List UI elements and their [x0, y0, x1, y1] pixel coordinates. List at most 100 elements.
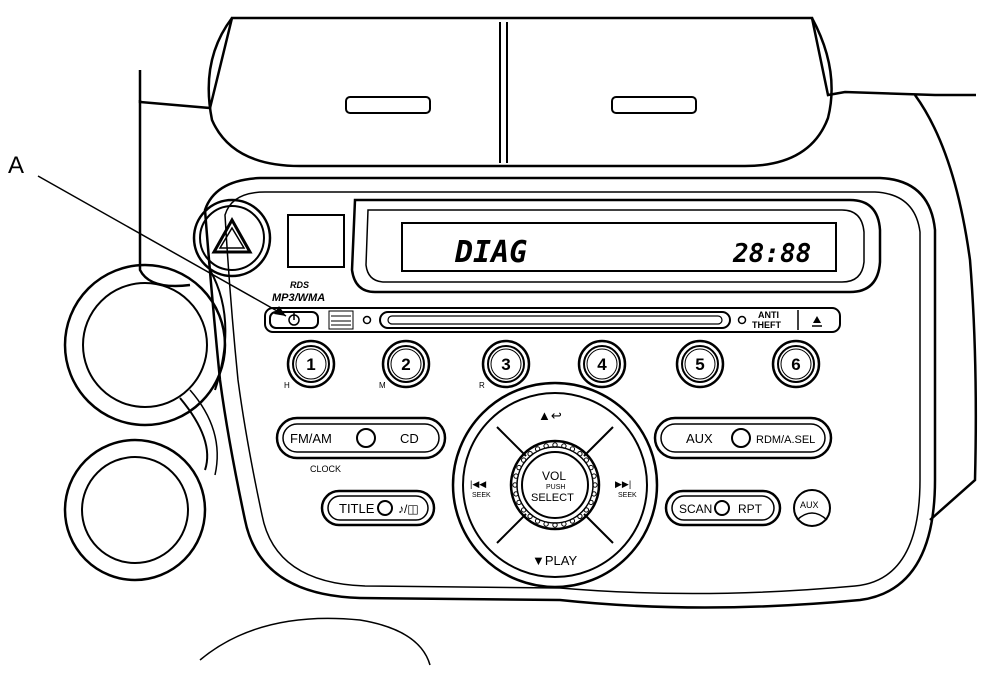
grip-dot [512, 482, 518, 488]
rpt-label: RPT [738, 502, 763, 516]
grip-dot [561, 521, 567, 527]
preset-button-label: 2 [401, 355, 410, 374]
faceplate-inner [224, 191, 921, 595]
callout-leader-line [37, 175, 287, 317]
faceplate-outline [203, 176, 937, 609]
callout-label: A [8, 152, 24, 179]
upper-vent-housing [138, 16, 976, 168]
volume-knob-grip [512, 442, 598, 528]
anti-theft-line2: THEFT [752, 320, 781, 330]
aux-jack[interactable] [793, 489, 831, 527]
aux-label: AUX [686, 431, 713, 446]
preset-button-1[interactable]: 1H [284, 339, 336, 390]
grip-dot [591, 473, 597, 479]
lcd-left-text: DIAG [454, 235, 527, 270]
preset-sub-label: M [379, 381, 386, 390]
grip-dot [527, 513, 533, 519]
vent-slot-left [345, 96, 431, 114]
title-button[interactable] [320, 489, 436, 527]
dial-top-icon: ▲↩ [538, 408, 562, 423]
push-label: PUSH [546, 484, 565, 491]
led-right [737, 315, 747, 325]
grip-dot [577, 513, 583, 519]
preset-button-3[interactable]: 3R [479, 339, 531, 390]
grip-dot [552, 522, 558, 528]
grip-dot [513, 473, 519, 479]
preset-button-label: 5 [695, 355, 704, 374]
grip-dot [591, 491, 597, 497]
display-housing [350, 198, 882, 294]
grip-dot [534, 518, 541, 524]
left-vent-upper [63, 263, 227, 427]
vent-slot-right [611, 96, 697, 114]
power-button[interactable] [269, 311, 319, 329]
grip-dot [543, 443, 549, 449]
play-label: ▼PLAY [532, 553, 577, 568]
rdm-a-sel-label: RDM/A.SEL [756, 434, 815, 446]
select-label: SELECT [531, 492, 574, 504]
preset-button-label: 3 [501, 355, 510, 374]
lcd-panel [401, 222, 837, 272]
grip-dot [516, 464, 522, 471]
grip-dot [577, 451, 583, 457]
preset-sub-label: H [284, 381, 290, 390]
grip-dot [569, 518, 576, 524]
clock-label: CLOCK [310, 464, 341, 474]
aux-rdm-button[interactable] [653, 416, 833, 460]
scan-label: SCAN [679, 502, 712, 516]
lcd-right-text: 28:88 [732, 239, 811, 269]
preset-button-6[interactable]: 6 [771, 339, 821, 389]
grip-dot [516, 499, 522, 506]
cd-slot[interactable] [379, 311, 731, 329]
grip-dot [534, 446, 541, 452]
grip-dot [552, 442, 558, 448]
grip-dot [561, 443, 567, 449]
grip-dot [588, 464, 594, 471]
preset-button-4[interactable]: 4 [577, 339, 627, 389]
anti-theft-line1: ANTI [758, 310, 779, 320]
eject-button[interactable] [812, 316, 822, 327]
rds-logo: RDS [290, 280, 309, 290]
grip-dot [588, 499, 594, 506]
grip-dot [543, 521, 549, 527]
grip-dot [583, 457, 589, 463]
bottom-arc [199, 617, 431, 666]
preset-button-label: 6 [791, 355, 800, 374]
grip-dot [521, 457, 527, 463]
title-label: TITLE [339, 501, 375, 516]
grip-dot [569, 446, 576, 452]
cd-label: CD [400, 431, 419, 446]
grip-dot [592, 482, 598, 488]
seek-right-label: SEEK [618, 492, 637, 499]
cd-slot-bar [264, 307, 841, 333]
grip-dot [583, 507, 589, 513]
preset-button-label: 4 [597, 355, 607, 374]
mp3-wma-logo: MP3/WMA [272, 292, 325, 304]
hazard-triangle-icon [211, 216, 253, 254]
preset-button-label: 1 [306, 355, 315, 374]
seek-right-icon: ▶▶| [615, 479, 631, 489]
callout-arrowhead [274, 306, 286, 316]
seek-left-icon: |◀◀ [470, 479, 486, 489]
preset-sub-label: R [479, 381, 485, 390]
eject-icon [813, 316, 821, 323]
disc-logo [328, 310, 354, 330]
led-left [362, 315, 372, 325]
central-dial[interactable] [451, 381, 659, 589]
hazard-button[interactable] [192, 198, 272, 278]
fm-am-cd-button[interactable] [275, 416, 447, 460]
dashboard-outline [138, 94, 978, 521]
vol-label: VOL [542, 469, 566, 483]
grip-dot [527, 451, 533, 457]
grip-dot [521, 507, 527, 513]
scan-rpt-button[interactable] [664, 489, 782, 527]
grip-dot [513, 491, 519, 497]
preset-button-2[interactable]: 2M [379, 339, 431, 390]
preset-button-5[interactable]: 5 [675, 339, 725, 389]
aux-jack-label: AUX [800, 500, 819, 510]
seek-left-label: SEEK [472, 492, 491, 499]
music-folder-label: ♪/◫ [398, 502, 419, 516]
